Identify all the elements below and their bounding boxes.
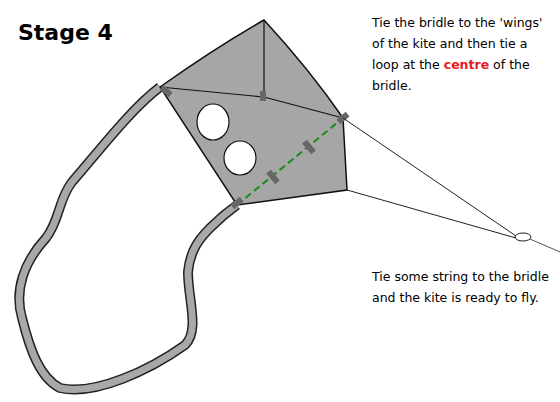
tail-outline [19, 87, 237, 389]
fold-lines [160, 20, 343, 118]
instruction: Tie some string to the bridle and the ki… [372, 266, 558, 308]
tape-marks [159, 85, 349, 209]
kite-sail [160, 20, 347, 205]
spar [237, 118, 343, 205]
flying-line [530, 239, 560, 252]
instruction: Tie the bridle to the 'wings' of the kit… [372, 12, 558, 96]
highlight-word: centre [444, 57, 489, 72]
vent-hole [224, 141, 256, 175]
bridle [343, 118, 516, 238]
tail-band [19, 87, 237, 389]
vent-hole [197, 104, 229, 140]
instruction-text: Tie some string to the bridle and the ki… [372, 269, 549, 305]
bridle-loop [515, 233, 531, 241]
stage-title: Stage 4 [18, 20, 113, 45]
